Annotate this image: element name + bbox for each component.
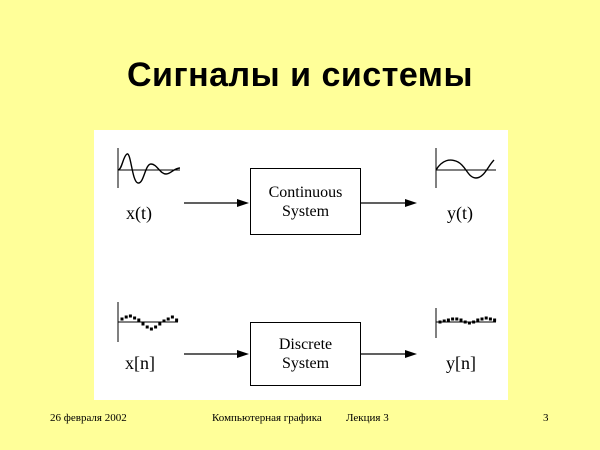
footer-date: 26 февраля 2002 bbox=[50, 412, 127, 424]
sample-dot bbox=[162, 319, 166, 323]
sample-dot bbox=[149, 327, 153, 331]
sample-dot bbox=[124, 315, 128, 319]
slide-title: Сигналы и системы bbox=[126, 56, 473, 94]
discrete-input-label: x[n] bbox=[125, 353, 155, 373]
footer-page-number: 3 bbox=[543, 412, 549, 424]
sample-dot bbox=[128, 314, 132, 318]
continuous-system-label-line2: System bbox=[281, 202, 330, 220]
sample-dot bbox=[442, 319, 446, 323]
discrete-output-label: y[n] bbox=[446, 353, 476, 373]
continuous-system-box: Continuous System bbox=[250, 168, 361, 235]
discrete-system-label-line2: System bbox=[281, 355, 330, 372]
sample-dot bbox=[158, 322, 162, 326]
discrete-output-signal bbox=[435, 308, 497, 338]
sample-dot bbox=[455, 317, 459, 321]
footer-course: Компьютерная графика bbox=[212, 412, 322, 424]
diagram-drawing bbox=[117, 148, 497, 358]
continuous-output-arrow bbox=[360, 199, 417, 207]
continuous-output-label: y(t) bbox=[447, 203, 473, 223]
sample-dot bbox=[141, 322, 145, 326]
sample-dot bbox=[488, 317, 492, 321]
output-waveform bbox=[435, 159, 495, 179]
input-waveform bbox=[117, 153, 181, 184]
continuous-input-signal bbox=[117, 148, 181, 188]
discrete-output-arrow bbox=[360, 350, 417, 358]
sample-dot bbox=[467, 321, 471, 325]
sample-dot bbox=[493, 318, 497, 322]
sample-dot bbox=[133, 316, 137, 320]
sample-dot bbox=[446, 318, 450, 322]
continuous-input-label: x(t) bbox=[126, 203, 152, 223]
sample-dot bbox=[451, 317, 455, 321]
discrete-system-box: Discrete System bbox=[250, 322, 361, 386]
discrete-input-samples bbox=[120, 314, 179, 331]
sample-dot bbox=[170, 315, 174, 319]
discrete-input-signal bbox=[117, 302, 179, 342]
sample-dot bbox=[120, 317, 124, 321]
sample-dot bbox=[438, 320, 442, 324]
sample-dot bbox=[137, 318, 141, 322]
sample-dot bbox=[166, 317, 170, 321]
footer-lecture: Лекция 3 bbox=[346, 412, 389, 424]
sample-dot bbox=[476, 318, 480, 322]
sample-dot bbox=[175, 318, 179, 322]
sample-dot bbox=[459, 318, 463, 322]
sample-dot bbox=[480, 317, 484, 321]
discrete-system-label-line1: Discrete bbox=[278, 336, 333, 353]
sample-dot bbox=[472, 320, 476, 324]
sample-dot bbox=[145, 325, 149, 329]
sample-dot bbox=[484, 316, 488, 320]
continuous-input-arrow bbox=[184, 199, 249, 207]
discrete-input-arrow bbox=[184, 350, 249, 358]
sample-dot bbox=[154, 325, 158, 329]
sample-dot bbox=[463, 320, 467, 324]
discrete-output-samples bbox=[438, 316, 497, 325]
continuous-output-signal bbox=[435, 148, 496, 188]
continuous-system-label-line1: Continuous bbox=[268, 183, 343, 201]
diagram-panel: x(t) Continuous System y(t) x[n] Discret… bbox=[94, 130, 508, 400]
